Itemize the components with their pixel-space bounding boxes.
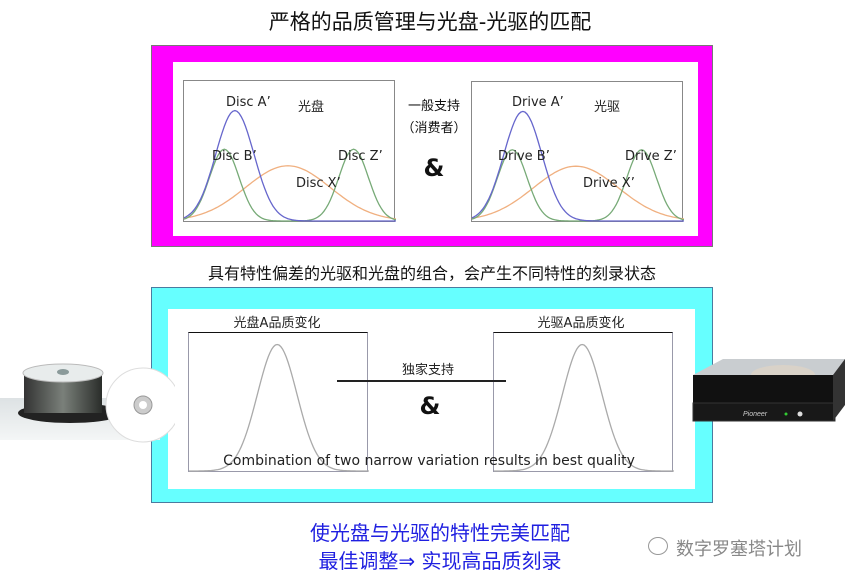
disc-distribution-chart [183,80,396,222]
disc-curves [184,109,396,222]
curve-a [184,109,396,222]
curve-x [184,165,396,220]
slide-title: 严格的品质管理与光盘-光驱的匹配 [268,10,592,34]
curve-b-z [184,148,396,222]
quality-curve [494,343,674,472]
disc-a-curve [189,343,369,472]
connector-line [337,380,506,382]
disc-x-label: Disc X’ [296,176,341,191]
drive-a-curve [494,343,674,472]
svg-text:Pioneer: Pioneer [743,411,768,418]
curve-b-z [472,149,684,222]
drive-a-quality-title: 光驱A品质变化 [537,316,625,331]
disc-a-quality-title: 光盘A品质变化 [233,316,321,331]
disc-a-quality-chart [188,332,369,472]
drive-heading: 光驱 [594,100,621,115]
caption: Combination of two narrow variation resu… [223,453,635,469]
disc-a-label: Disc A’ [226,95,271,110]
disc-b-label: Disc B’ [212,149,257,164]
ampersand-top: & [423,154,445,182]
consumer-label: （消费者） [401,121,467,136]
drive-x-label: Drive X’ [583,176,635,191]
drive-a-quality-chart [493,332,674,472]
conclusion-line-2: 最佳调整⇒ 实现高品质刻录 [318,549,562,573]
subtitle: 具有特性偏差的光驱和光盘的组合，会产生不同特性的刻录状态 [207,264,657,283]
disc-z-label: Disc Z’ [338,149,383,164]
blu-ray-drive-image: Pioneer [692,359,845,422]
watermark: 数字罗塞塔计划 [676,539,802,560]
disc-heading: 光盘 [298,100,325,115]
wechat-icon [648,537,668,555]
drive-z-label: Drive Z’ [625,149,677,164]
drive-a-label: Drive A’ [512,95,564,110]
drive-b-label: Drive B’ [498,149,550,164]
ampersand-bottom: & [419,392,441,420]
disc-spindle-image [18,363,175,443]
curve-x [472,165,684,220]
exclusive-support-label: 独家支持 [401,363,455,378]
quality-curve [189,343,369,472]
curve-a [472,110,684,222]
drive-curves [472,110,684,222]
general-support-label: 一般支持 [407,99,461,114]
conclusion-line-1: 使光盘与光驱的特性完美匹配 [310,521,570,545]
drive-distribution-chart [471,81,684,222]
